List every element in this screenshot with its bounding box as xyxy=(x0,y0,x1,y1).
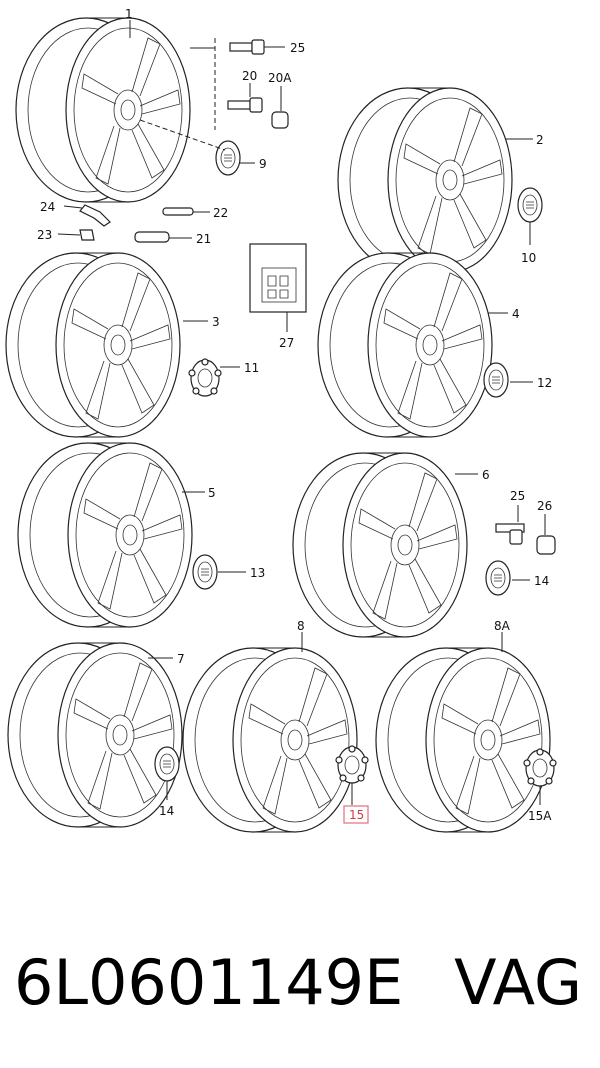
bolt-20 xyxy=(227,83,263,113)
cap-11 xyxy=(188,358,222,397)
callout-20A: 20A xyxy=(268,71,292,85)
brand-name: VAG xyxy=(454,946,582,1019)
wheel-4 xyxy=(317,252,493,438)
wheel-1 xyxy=(15,17,191,203)
callout-15-highlight xyxy=(343,805,369,824)
wheel-7 xyxy=(7,642,183,828)
nut-26 xyxy=(536,514,556,555)
callout-6: 6 xyxy=(482,468,490,482)
callout-25-mid: 25 xyxy=(510,489,525,503)
callout-9: 9 xyxy=(259,157,267,171)
cap-13 xyxy=(192,554,218,590)
callout-8: 8 xyxy=(297,619,305,633)
wheel-8 xyxy=(182,647,358,833)
wheel-5 xyxy=(17,442,193,628)
callout-14-bottom: 14 xyxy=(159,804,174,818)
wheel-6 xyxy=(292,452,468,638)
bolt-25-mid xyxy=(495,505,525,545)
callout-4: 4 xyxy=(512,307,520,321)
kit-27 xyxy=(249,243,307,332)
cap-12 xyxy=(483,362,509,398)
wheel-8A xyxy=(375,647,551,833)
wheel-2 xyxy=(337,87,513,273)
nut-20A xyxy=(271,86,289,129)
cap-14-bottom xyxy=(154,746,180,782)
callout-23: 23 xyxy=(37,228,52,242)
cap-14-top xyxy=(485,560,511,596)
part-number: 6L0601149E xyxy=(14,946,404,1019)
valve-22 xyxy=(162,207,210,216)
callout-13: 13 xyxy=(250,566,265,580)
callout-27: 27 xyxy=(279,336,294,350)
callout-1: 1 xyxy=(125,7,133,21)
bolt-25-top xyxy=(229,39,285,55)
callout-26: 26 xyxy=(537,499,552,513)
weight-24 xyxy=(63,204,111,227)
footer: 6L0601149E VAG xyxy=(0,928,600,1038)
wheel-3 xyxy=(5,252,181,438)
callout-12: 12 xyxy=(537,376,552,390)
callout-2: 2 xyxy=(536,133,544,147)
cap-9 xyxy=(215,140,241,176)
callout-15A: 15A xyxy=(528,809,552,823)
callout-15: 15 xyxy=(349,808,364,822)
callout-22: 22 xyxy=(213,206,228,220)
callout-11: 11 xyxy=(244,361,259,375)
valve-21 xyxy=(134,231,192,243)
callout-10: 10 xyxy=(521,251,536,265)
callout-20: 20 xyxy=(242,69,257,83)
callout-25-top: 25 xyxy=(290,41,305,55)
wheel-parts-diagram: 1 2 3 4 5 6 7 8 8A 9 10 11 12 13 14 14 1… xyxy=(5,7,557,833)
callout-8A: 8A xyxy=(494,619,511,633)
callout-5: 5 xyxy=(208,486,216,500)
callout-21: 21 xyxy=(196,232,211,246)
callout-3: 3 xyxy=(212,315,220,329)
cap-10 xyxy=(517,187,543,223)
callout-14-top: 14 xyxy=(534,574,549,588)
clip-23 xyxy=(57,229,95,241)
callout-7: 7 xyxy=(177,652,185,666)
callout-24: 24 xyxy=(40,200,55,214)
